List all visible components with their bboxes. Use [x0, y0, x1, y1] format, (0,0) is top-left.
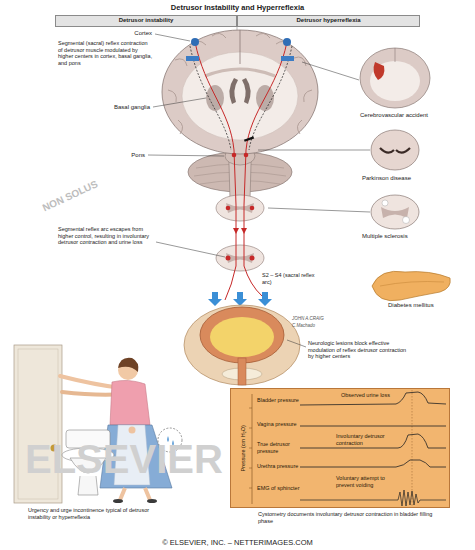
watermark-text: ELSEVIER: [25, 435, 225, 483]
event-label: Involuntary detrusor contraction: [336, 433, 398, 446]
trace-label: Bladder pressure: [257, 397, 301, 404]
event-label: Observed urine loss: [341, 392, 399, 399]
disease-label: Parkinson disease: [362, 175, 432, 182]
trace-label: Urethra pressure: [257, 463, 301, 470]
disease-label: Cerebrovascular accident: [360, 112, 430, 119]
structure-label: Basal ganglia: [98, 104, 150, 111]
header-text: Detrusor instability: [116, 17, 177, 24]
cystometry-panel: Bladder pressure Observed urine lossVagin…: [230, 388, 450, 508]
axis-label: Pressure (cm H₂O): [240, 408, 247, 488]
segment-label: S2 – S4 (sacral reflex arc): [262, 272, 320, 285]
column-header: Detrusor instability: [55, 15, 237, 27]
event-label: Voluntary attempt to prevent voiding: [336, 475, 396, 488]
structure-label: Cortex: [122, 30, 152, 37]
diagram-title: Detrusor Instability and Hyperreflexia: [0, 3, 475, 12]
trace-label: True detrusor pressure: [257, 441, 301, 454]
annotation-text: Segmental reflex arc escapes from higher…: [58, 226, 153, 246]
disease-label: Diabetes mellitus: [388, 302, 458, 309]
header-text: Detrusor hyperreflexia: [293, 17, 363, 24]
annotation-text: Segmental (sacral) reflex contraction of…: [58, 40, 153, 66]
copyright-text: © ELSEVIER, INC. – NETTERIMAGES.COM: [0, 538, 475, 547]
disease-label: Multiple sclerosis: [362, 233, 432, 240]
caption-text: Urgency and urge incontinence typical of…: [28, 507, 153, 520]
watermark-text: NON SOLUS: [41, 174, 110, 214]
annotation-text: Neurologic lesions block effective modul…: [308, 340, 408, 360]
structure-label: Pons: [115, 152, 145, 159]
trace-label: EMG of sphincter: [257, 485, 301, 492]
signature: C.Machado: [292, 323, 352, 328]
signature: JOHN A.CRAIG: [292, 316, 352, 321]
caption-text: Cystometry documents involuntary detruso…: [258, 511, 443, 524]
column-header: Detrusor hyperreflexia: [237, 15, 420, 27]
trace-label: Vagina pressure: [257, 421, 301, 428]
